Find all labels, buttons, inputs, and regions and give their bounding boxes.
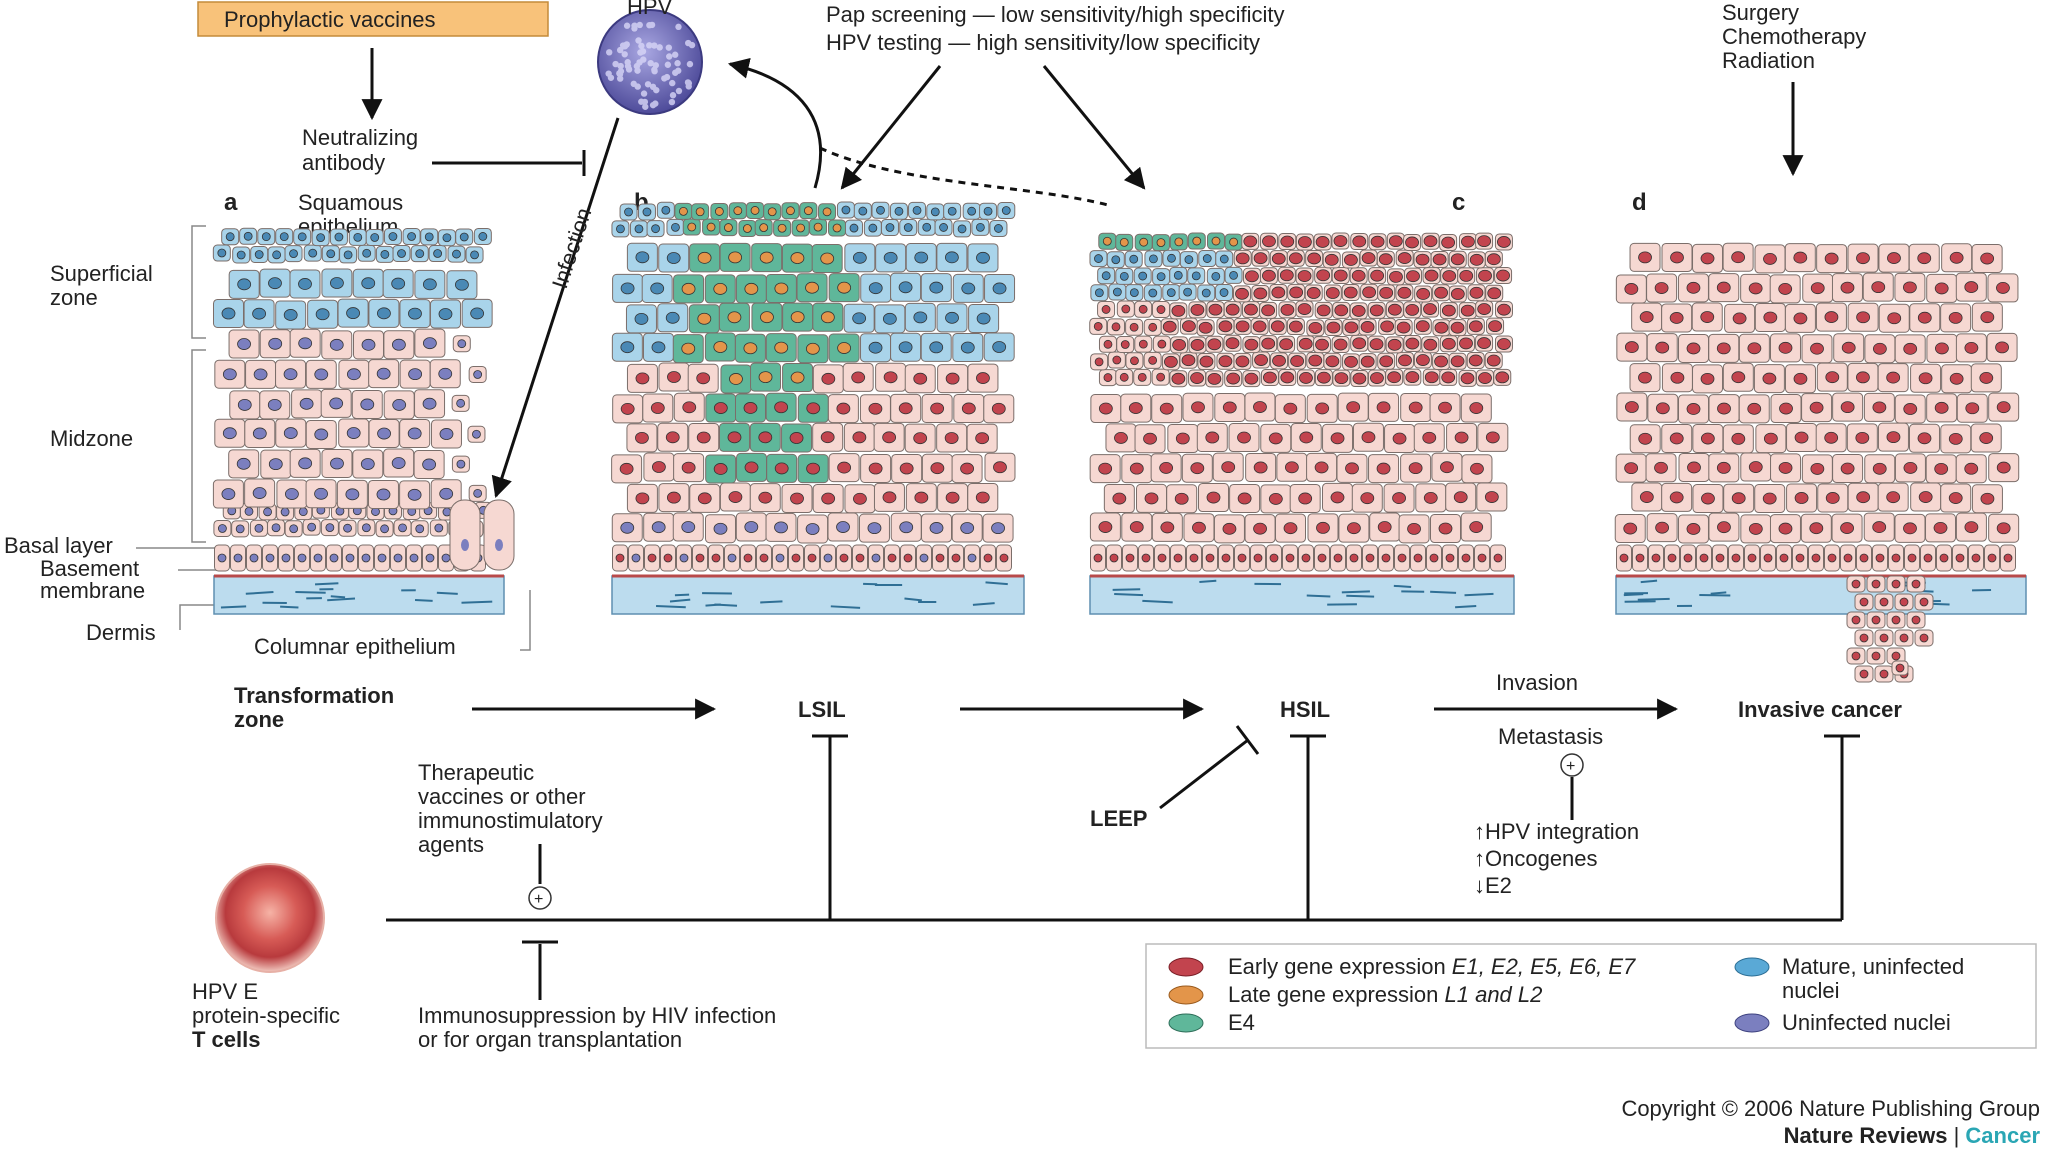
svg-text:Chemotherapy: Chemotherapy [1722,24,1866,49]
leep-inhibit-bar [1235,725,1260,755]
svg-text:Therapeutic: Therapeutic [418,760,534,785]
dermis-leader [179,604,222,630]
svg-text:nuclei: nuclei [1782,978,1839,1003]
late-gene-label: Late gene expression L1 and L2 [1228,982,1542,1007]
dashed-arrow [819,146,1109,207]
panel-c-tissue [1089,232,1515,615]
therapeutic-plus: + [534,891,543,908]
hpv-testing-arrow [1042,65,1146,190]
svg-text:Basement: Basement [40,556,139,581]
late-gene-swatch [1168,985,1204,1005]
svg-text:antibody: antibody [302,150,385,175]
hsil-label: HSIL [1280,697,1330,722]
neutralizing-antibody-label: Neutralizing antibody [302,125,418,175]
tissue-panels [212,201,2027,683]
therapeutic-plus-circle [528,886,552,910]
infection-arrow [491,117,620,498]
hpv-testing-label: HPV testing — high sensitivity/low speci… [826,30,1260,55]
leep-inhibit-line [1159,738,1249,810]
e2-label: ↓E2 [1474,873,1512,898]
superficial-zone-label: Superficial zone [50,261,153,310]
copyright-label: Copyright © 2006 Nature Publishing Group [1621,1096,2040,1121]
svg-text:agents: agents [418,832,484,857]
immunosuppression-label: Immunosuppression by HIV infection or fo… [418,1003,776,1052]
hpv-integration-label: ↑HPV integration [1474,819,1639,844]
metastasis-label: Metastasis [1498,724,1603,749]
uninfected-nuclei-swatch [1734,1013,1770,1033]
mature-nuclei-swatch [1734,957,1770,977]
superficial-bracket [191,225,206,339]
journal-credit: Nature Reviews | Cancer [1784,1123,2041,1148]
svg-text:or for organ transplantation: or for organ transplantation [418,1027,682,1052]
svg-text:HPV E: HPV E [192,979,258,1004]
panel-b-tissue [611,201,1025,615]
leep-label: LEEP [1090,806,1147,831]
infection-label: Infection [547,205,596,292]
basement-membrane-label: Basement membrane [40,556,145,603]
oncogenes-label: ↑Oncogenes [1474,846,1598,871]
pap-screening-label: Pap screening — low sensitivity/high spe… [826,2,1285,27]
hpv-virus-icon [597,9,703,115]
panel-a-letter: a [224,189,238,216]
svg-text:protein-specific: protein-specific [192,1003,340,1028]
svg-text:zone: zone [50,285,98,310]
svg-text:Surgery: Surgery [1722,0,1799,25]
mature-nuclei-label: Mature, uninfected nuclei [1782,954,1964,1003]
prophylactic-vaccines-box [197,1,549,37]
columnar-cell [449,499,481,571]
svg-text:immunostimulatory: immunostimulatory [418,808,603,833]
panel-c-letter: c [1452,189,1465,216]
pap-arrow [840,65,942,190]
svg-text:Mature, uninfected: Mature, uninfected [1782,954,1964,979]
svg-text:Superficial: Superficial [50,261,153,286]
e4-swatch [1168,1013,1204,1033]
invasion-label: Invasion [1496,670,1578,695]
columnar-epithelium-label: Columnar epithelium [254,634,456,659]
early-gene-label: Early gene expression E1, E2, E5, E6, E7 [1228,954,1636,979]
panel-a-tissue [212,227,515,615]
e4-label: E4 [1228,1010,1255,1035]
prophylactic-vaccines-label: Prophylactic vaccines [224,7,436,32]
uninfected-nuclei-label: Uninfected nuclei [1782,1010,1951,1035]
t-cells-label: HPV E protein-specific T cells [192,979,340,1052]
midzone-label: Midzone [50,426,133,451]
hpv-label: HPV [627,0,673,19]
metastasis-plus-circle [1560,753,1584,777]
panel-d-letter: d [1632,189,1647,216]
panel-d-tissue [1614,242,2027,683]
svg-text:zone: zone [234,707,284,732]
therapeutic-label: Therapeutic vaccines or other immunostim… [418,760,603,857]
midzone-bracket [191,349,206,543]
legend-box [1145,943,2037,1049]
early-gene-swatch [1168,957,1204,977]
basal-layer-label: Basal layer [4,533,113,558]
columnar-leader [520,590,531,651]
svg-text:vaccines or other: vaccines or other [418,784,586,809]
transformation-zone-label: Transformation zone [234,683,394,732]
t-cell-icon [215,863,325,973]
svg-text:T cells: T cells [192,1027,260,1052]
svg-text:Squamous: Squamous [298,190,403,215]
metastasis-plus: + [1566,758,1575,775]
svg-text:Radiation: Radiation [1722,48,1815,73]
virion-release-arrow [727,57,822,189]
treatment-label: Surgery Chemotherapy Radiation [1722,0,1866,73]
columnar-cell [483,499,515,571]
dermis-label: Dermis [86,620,156,645]
svg-text:membrane: membrane [40,578,145,603]
lsil-label: LSIL [798,697,846,722]
squamous-epithelium-label: Squamous epithelium [298,190,403,239]
svg-text:Immunosuppression by HIV infec: Immunosuppression by HIV infection [418,1003,776,1028]
svg-text:Transformation: Transformation [234,683,394,708]
svg-text:Neutralizing: Neutralizing [302,125,418,150]
invasive-cancer-label: Invasive cancer [1738,697,1902,722]
